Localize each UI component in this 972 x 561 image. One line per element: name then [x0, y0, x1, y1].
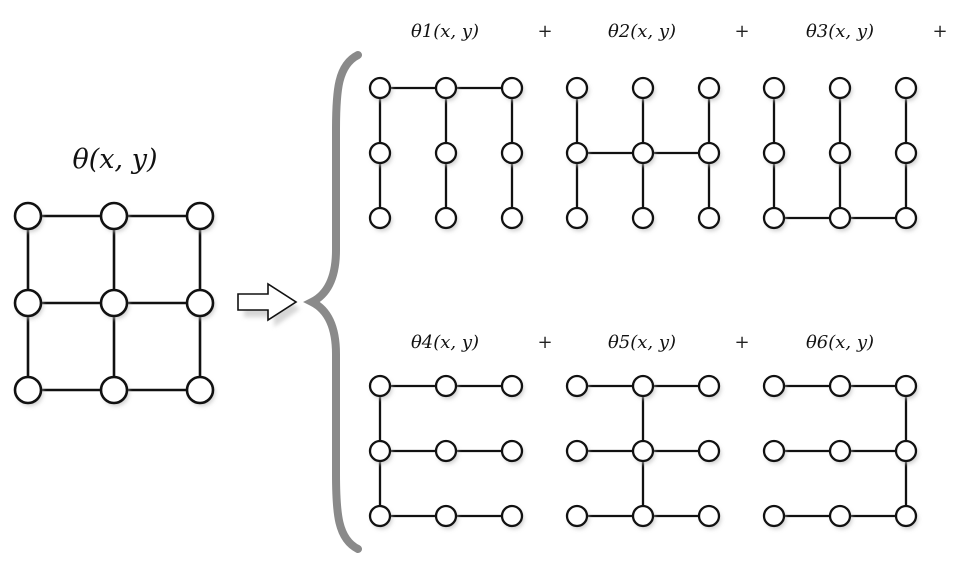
- plus-sign-1: +: [537, 21, 552, 42]
- component-4-node-5: [434, 439, 458, 463]
- component-6-node-6: [894, 439, 918, 463]
- term-label-2: θ2(x, y): [608, 21, 676, 42]
- component-5-node-9: [697, 504, 721, 528]
- full-node-3: [185, 201, 215, 231]
- component-1-node-6: [500, 141, 524, 165]
- component-graph-3: [762, 76, 918, 231]
- component-1-node-5: [434, 141, 458, 165]
- plus-sign-2: +: [734, 21, 749, 42]
- component-graph-1: [368, 76, 524, 231]
- curly-brace: [303, 51, 362, 553]
- component-5-node-5: [631, 439, 655, 463]
- component-1-node-3: [500, 76, 524, 100]
- full-node-4: [13, 288, 43, 318]
- component-2-node-8: [631, 206, 655, 230]
- component-5-node-2: [631, 374, 655, 398]
- component-4-node-1: [368, 374, 392, 398]
- component-6-node-9: [894, 504, 918, 528]
- plus-sign-4: +: [537, 332, 552, 353]
- full-node-1: [13, 201, 43, 231]
- component-graph-4: [368, 374, 524, 529]
- component-3-node-6: [894, 141, 918, 165]
- component-2-node-6: [697, 141, 721, 165]
- component-2-node-5: [631, 141, 655, 165]
- component-5-node-4: [565, 439, 589, 463]
- component-5-node-1: [565, 374, 589, 398]
- component-3-node-3: [894, 76, 918, 100]
- plus-sign-5: +: [734, 332, 749, 353]
- component-2-node-4: [565, 141, 589, 165]
- main-graph-label: θ(x, y): [73, 144, 158, 175]
- component-2-node-3: [697, 76, 721, 100]
- term-label-5: θ5(x, y): [608, 332, 676, 353]
- component-1-node-4: [368, 141, 392, 165]
- component-4-node-7: [368, 504, 392, 528]
- full-node-8: [99, 375, 129, 405]
- component-3-node-7: [762, 206, 786, 230]
- component-3-node-9: [894, 206, 918, 230]
- component-1-node-1: [368, 76, 392, 100]
- component-6-node-2: [828, 374, 852, 398]
- component-5-node-6: [697, 439, 721, 463]
- component-3-node-4: [762, 141, 786, 165]
- component-2-node-9: [697, 206, 721, 230]
- full-node-9: [185, 375, 215, 405]
- component-6-node-4: [762, 439, 786, 463]
- term-label-6: θ6(x, y): [806, 332, 874, 353]
- plus-sign-3: +: [932, 21, 947, 42]
- component-1-node-8: [434, 206, 458, 230]
- full-node-2: [99, 201, 129, 231]
- component-2-node-1: [565, 76, 589, 100]
- full-node-5: [99, 288, 129, 318]
- component-4-node-9: [500, 504, 524, 528]
- component-6-node-3: [894, 374, 918, 398]
- component-4-node-2: [434, 374, 458, 398]
- full-node-6: [185, 288, 215, 318]
- component-1-node-2: [434, 76, 458, 100]
- component-6-node-8: [828, 504, 852, 528]
- component-4-node-4: [368, 439, 392, 463]
- decomposition-arrow: [237, 282, 300, 327]
- component-3-node-8: [828, 206, 852, 230]
- component-4-node-6: [500, 439, 524, 463]
- component-5-node-3: [697, 374, 721, 398]
- component-3-node-1: [762, 76, 786, 100]
- component-4-node-8: [434, 504, 458, 528]
- full-grid-graph: [13, 201, 215, 406]
- component-3-node-5: [828, 141, 852, 165]
- component-6-node-7: [762, 504, 786, 528]
- component-1-node-9: [500, 206, 524, 230]
- component-2-node-2: [631, 76, 655, 100]
- component-graph-5: [565, 374, 721, 529]
- component-1-node-7: [368, 206, 392, 230]
- component-5-node-8: [631, 504, 655, 528]
- component-3-node-2: [828, 76, 852, 100]
- full-node-7: [13, 375, 43, 405]
- component-6-node-5: [828, 439, 852, 463]
- term-label-3: θ3(x, y): [806, 21, 874, 42]
- component-graph-6: [762, 374, 918, 529]
- component-2-node-7: [565, 206, 589, 230]
- component-4-node-3: [500, 374, 524, 398]
- component-5-node-7: [565, 504, 589, 528]
- component-6-node-1: [762, 374, 786, 398]
- term-label-1: θ1(x, y): [411, 21, 479, 42]
- component-graph-2: [565, 76, 721, 231]
- term-label-4: θ4(x, y): [411, 332, 479, 353]
